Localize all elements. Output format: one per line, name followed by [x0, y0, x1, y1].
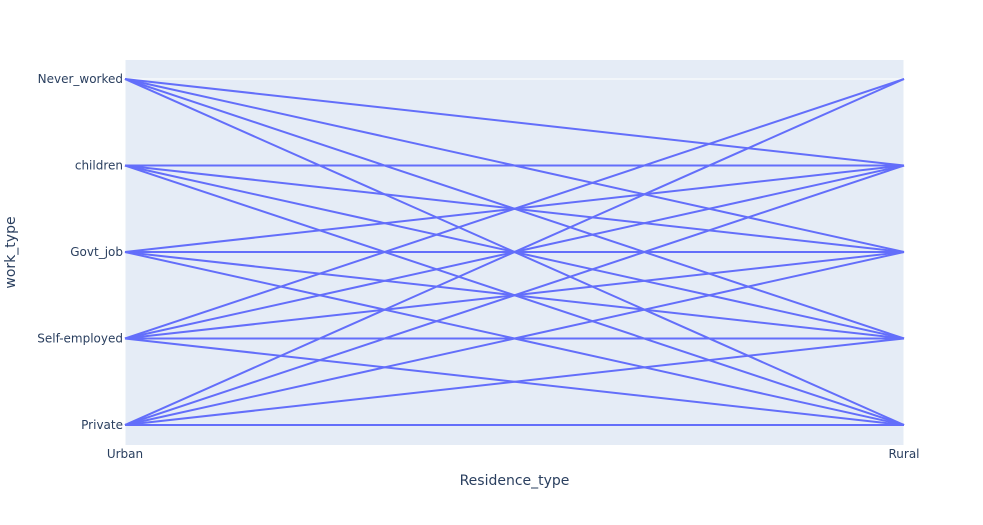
y-tick-label: children — [75, 159, 123, 173]
series-line-0 — [124, 78, 905, 167]
y-tick-label: Self-employed — [37, 332, 123, 346]
x-axis-title: Residence_type — [460, 473, 570, 489]
series-lines — [124, 78, 905, 426]
series-line-18 — [124, 164, 905, 426]
series-line-12 — [124, 78, 905, 340]
y-tick-labels: Private Self-employed Govt_job children Neve… — [37, 72, 123, 432]
x-tick-label: Urban — [107, 447, 143, 461]
y-axis-title: work_type — [3, 216, 19, 288]
y-tick-label: Private — [81, 418, 123, 432]
x-tick-labels: Urban Rural — [107, 447, 920, 461]
x-tick-label: Rural — [888, 447, 919, 461]
series-line-20 — [124, 337, 905, 426]
y-tick-label: Govt_job — [70, 245, 123, 259]
series-line-19 — [124, 251, 905, 426]
series-line-17 — [124, 78, 905, 426]
y-tick-label: Never_worked — [38, 72, 123, 86]
